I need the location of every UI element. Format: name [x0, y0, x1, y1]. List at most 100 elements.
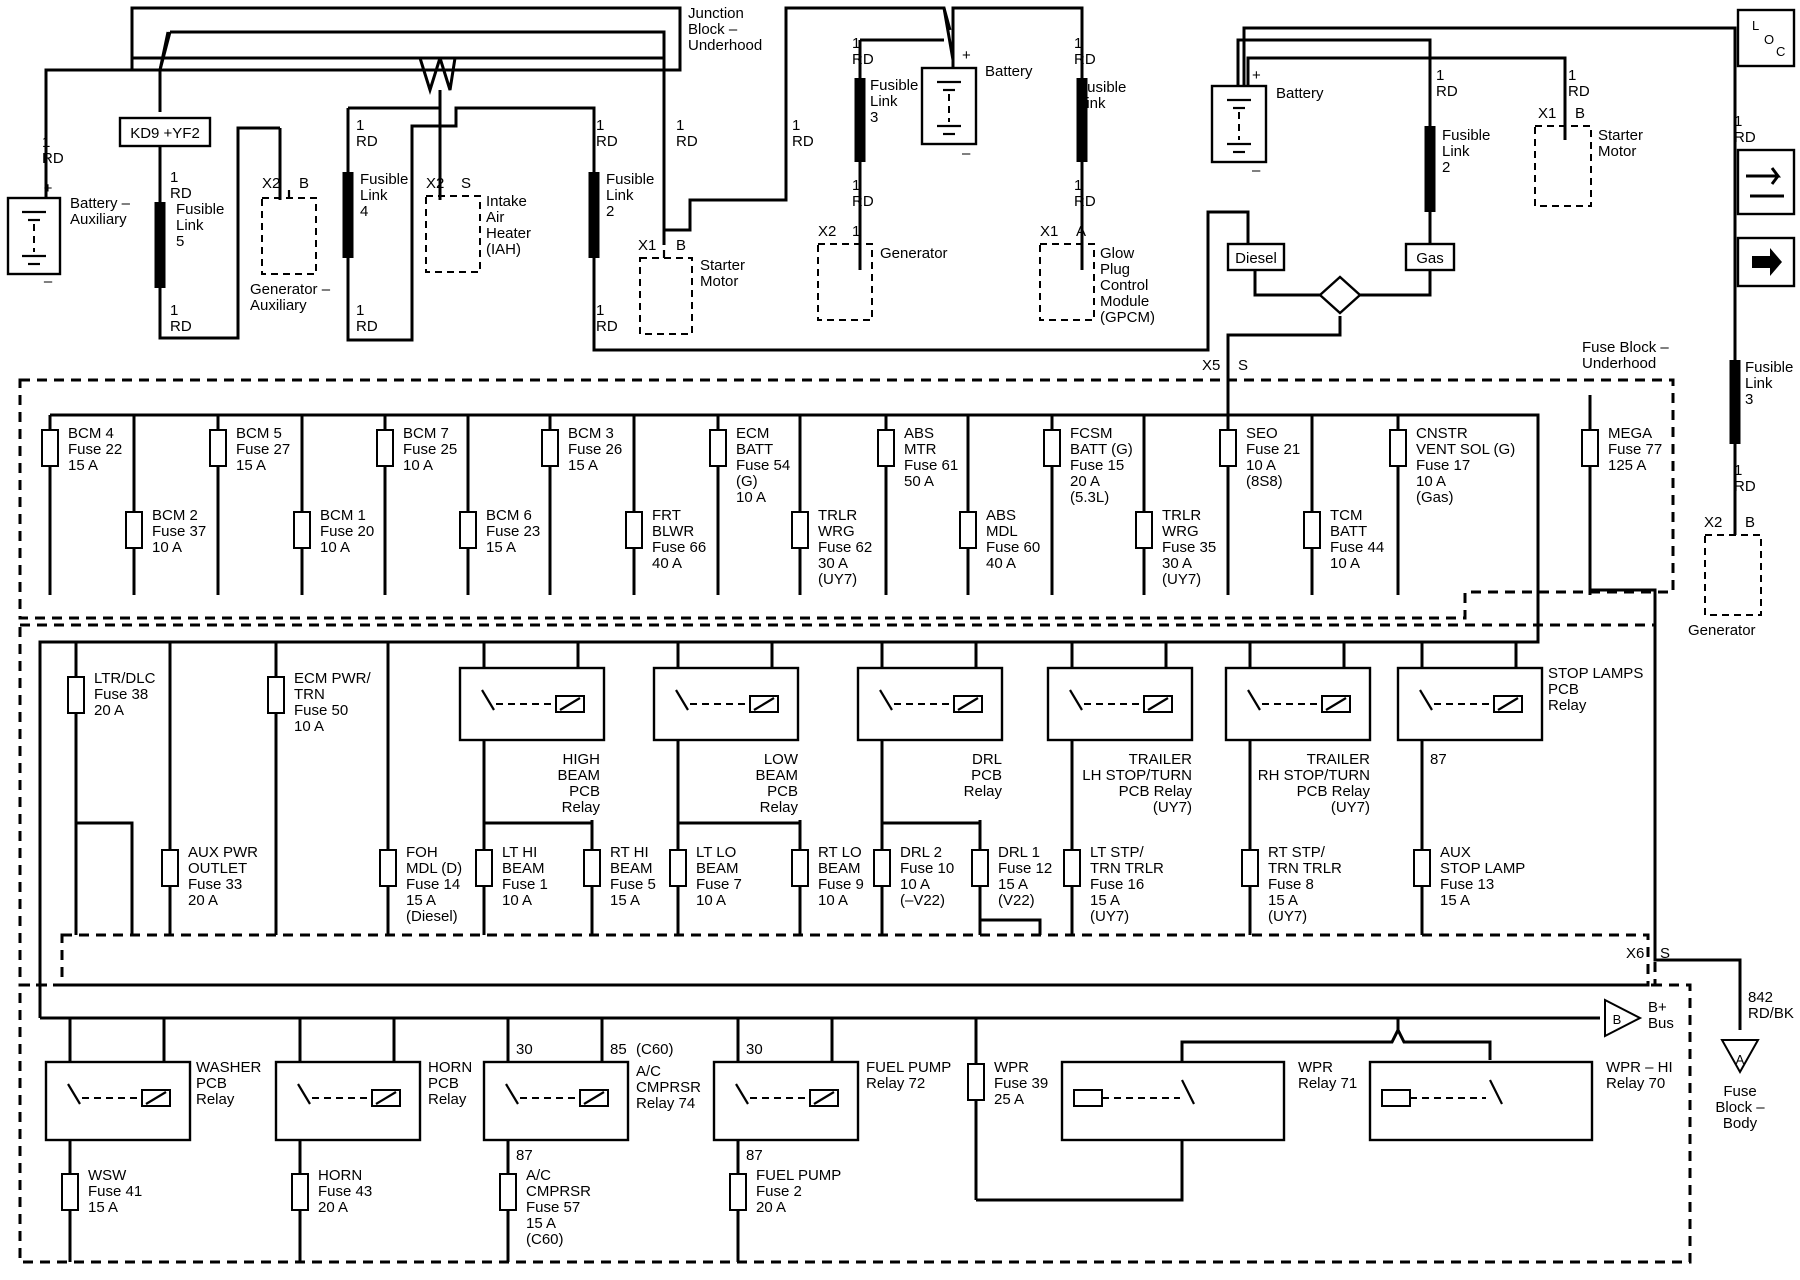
wire-gas-selector: [1340, 270, 1432, 297]
fuse-lt-hi-beam: [475, 849, 493, 887]
battery-center-label: Battery: [985, 63, 1033, 80]
relay-fuel-pump-switch: [735, 1083, 749, 1105]
starter-a-x1: X1: [638, 237, 656, 254]
relay-wpr-71-switch: [1181, 1079, 1195, 1105]
wire-fl3b: [1242, 26, 1737, 360]
fuse-abs-mtr: [877, 429, 895, 467]
gas-tag: [1404, 242, 1456, 272]
fuse-fuel-pump: [729, 1173, 747, 1211]
fuse-trlr-wrg-62: [791, 511, 809, 549]
fuse-abs-mdl: [959, 511, 977, 549]
loc-box: [1736, 8, 1796, 68]
gen-right-x2: X2: [1704, 514, 1722, 531]
arrows-icon: [1746, 167, 1784, 198]
fuse-block-underhood-frame: [18, 378, 1675, 620]
fuse-mega: [1581, 429, 1599, 467]
starter-b-pin-b: B: [1575, 105, 1585, 122]
wire-selector-down: [1226, 316, 1342, 395]
fuse-lt-lo-beam: [669, 849, 687, 887]
relay-fuel-pump-coil-diag: [813, 1091, 835, 1105]
fuse-aux-pwr-outlet: [161, 849, 179, 887]
kd9-yf2-label: KD9 +YF2: [130, 125, 200, 142]
battery-aux-plus: +: [44, 180, 53, 197]
fuse-wsw: [61, 1173, 79, 1211]
loc-letter-l: L: [1752, 18, 1759, 33]
fuse-rt-lo-beam: [791, 849, 809, 887]
wire-fl4-top: [348, 90, 442, 110]
relay-lh-stop-turn-coil-diag: [1147, 697, 1169, 711]
battery-right-plus: +: [1252, 67, 1261, 84]
relay-high-beam-switch: [481, 689, 495, 711]
relay-high-beam-coil-diag: [559, 697, 581, 711]
wire-fork-fl4: [418, 57, 442, 96]
pin-87-fuel: 87: [746, 1147, 763, 1164]
generator-auxiliary-box: [261, 197, 317, 275]
iah-x2: X2: [426, 175, 444, 192]
fuse-drl2: [873, 849, 891, 887]
relay-horn-switch: [297, 1083, 311, 1105]
bplus-bus-label: B+Bus: [1648, 999, 1674, 1032]
x5-pin: S: [1238, 357, 1248, 374]
tag-b-letter: B: [1613, 1012, 1622, 1027]
fuse-bcm3: [541, 429, 559, 467]
gen-aux-x2: X2: [262, 175, 280, 192]
generator-right-label: Generator: [1688, 622, 1756, 639]
pin-87-ac: 87: [516, 1147, 533, 1164]
next-arrow-icon: [1736, 236, 1796, 288]
junction-bus-upper: [170, 30, 666, 58]
starter-motor-a-box: [639, 257, 693, 335]
generator-center-label: Generator: [880, 245, 948, 262]
x6-label: X6: [1626, 945, 1644, 962]
fuse-bcm1: [293, 511, 311, 549]
pin-30-fuel: 30: [746, 1041, 763, 1058]
relay-wpr-hi-70-switch: [1489, 1079, 1503, 1105]
iah-pin-s: S: [461, 175, 471, 192]
fuse-drl1: [971, 849, 989, 887]
fuse-bcm5: [209, 429, 227, 467]
relay-lh-stop-turn-switch: [1069, 689, 1083, 711]
generator-aux-label: Generator –Auxiliary: [250, 281, 331, 314]
wire-diesel-selector: [1253, 270, 1320, 297]
c60-ac: (C60): [636, 1041, 674, 1058]
battery-right-minus: –: [1252, 162, 1261, 179]
fuse-lt-stp-trn: [1063, 849, 1081, 887]
